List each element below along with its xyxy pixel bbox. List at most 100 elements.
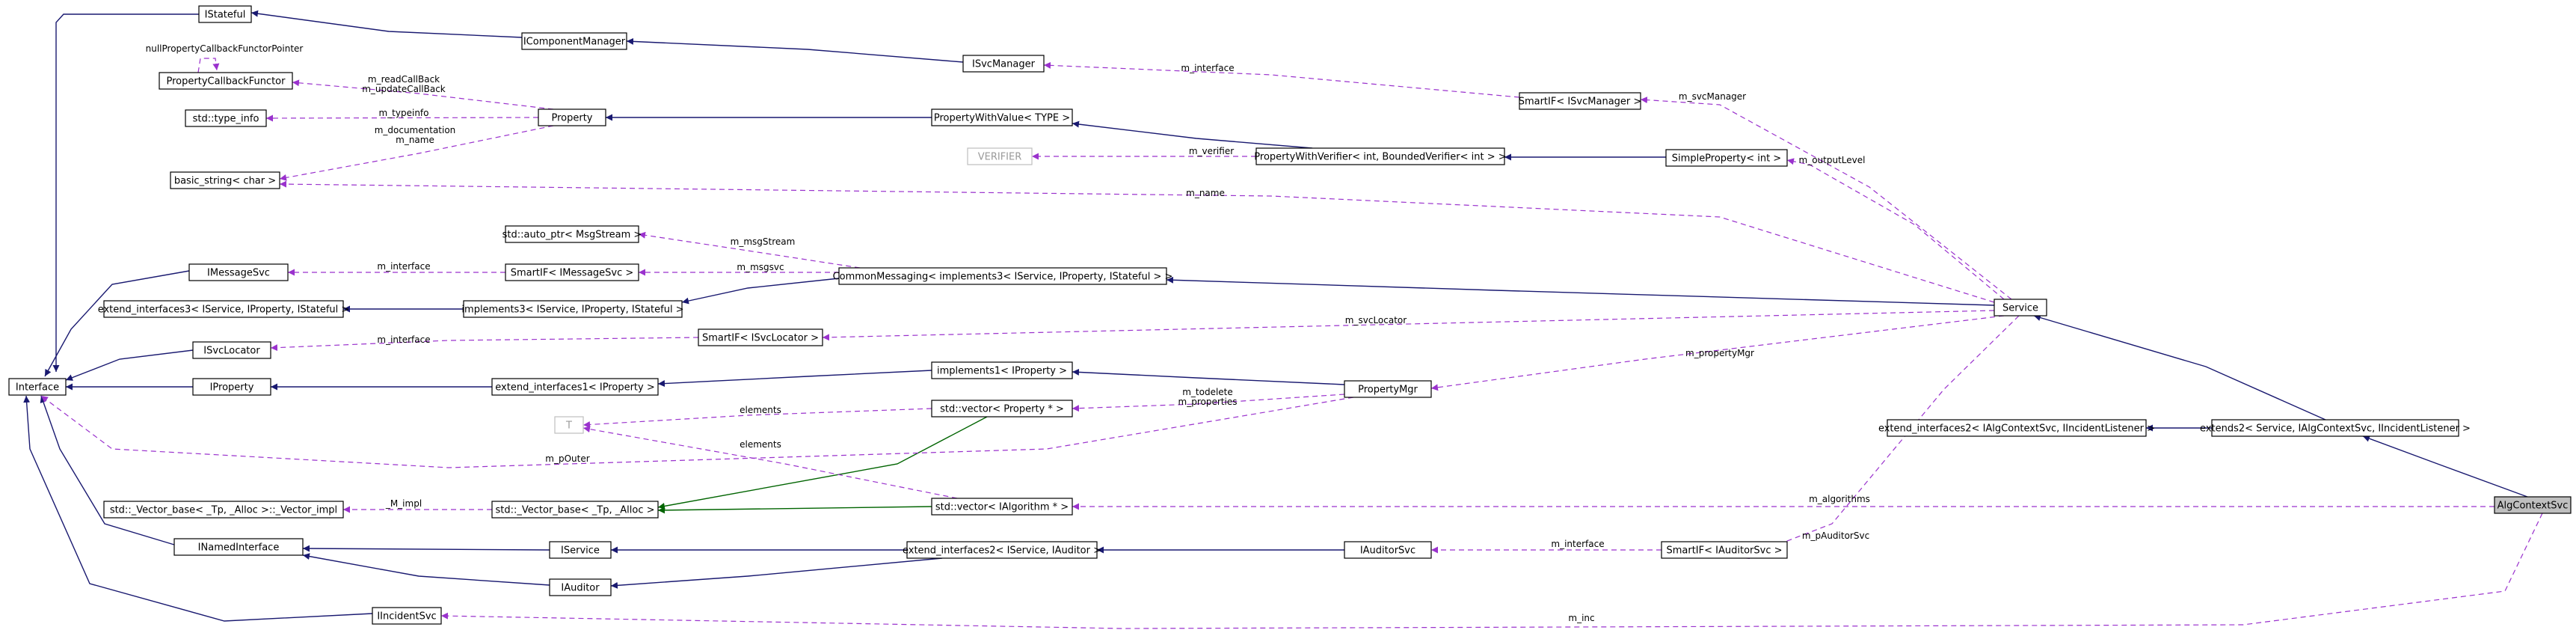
class-box[interactable] — [931, 400, 1073, 418]
class-label: IIncidentSvc — [377, 611, 436, 623]
class-node-extend-interfaces3[interactable]: extend_interfaces3< IService, IProperty,… — [98, 300, 350, 318]
class-box[interactable] — [554, 416, 584, 434]
edge-label: m_msgStream — [731, 236, 796, 247]
edge-extends2-to-service — [2033, 314, 2326, 421]
class-box[interactable] — [931, 498, 1073, 516]
class-node-simple-property[interactable]: SimpleProperty< int > — [1665, 149, 1788, 167]
class-box[interactable] — [159, 72, 293, 90]
edge-smart-if-isvc-manager-to-isvc-manager — [1043, 61, 1520, 98]
edge-label: m_pOuter — [545, 453, 589, 464]
class-label: implements1< IProperty > — [937, 366, 1067, 377]
class-node-implements1[interactable]: implements1< IProperty > — [931, 361, 1073, 379]
class-node-type-info[interactable]: std::type_info — [185, 109, 267, 127]
class-box[interactable] — [170, 171, 280, 189]
class-node-property[interactable]: Property — [538, 108, 606, 126]
edge-service-to-smart-if-isvc-manager — [1640, 97, 2012, 300]
class-node-smart-if-isvc-manager[interactable]: SmartIF< ISvcManager > — [1519, 92, 1642, 110]
class-node-implements3[interactable]: implements3< IService, IProperty, IState… — [461, 300, 684, 318]
class-node-property-with-verifier[interactable]: PropertyWithVerifier< int, BoundedVerifi… — [1254, 147, 1507, 165]
class-label: std::type_info — [193, 114, 259, 125]
class-label: IComponentManager — [523, 37, 626, 48]
class-node-iauditor[interactable]: IAuditor — [549, 578, 612, 596]
class-box[interactable] — [173, 538, 304, 556]
class-box[interactable] — [838, 267, 1167, 285]
class-box[interactable] — [491, 501, 659, 519]
edge-common-messaging-to-auto-ptr — [638, 231, 861, 269]
class-box[interactable] — [463, 300, 683, 318]
edge-label: m_msgsvc — [737, 262, 784, 272]
class-box[interactable] — [1344, 541, 1432, 559]
class-node-extends2[interactable]: extends2< Service, IAlgContextSvc, IInci… — [2200, 419, 2471, 437]
class-node-vector-impl[interactable]: std::_Vector_base< _Tp, _Alloc >::_Vecto… — [103, 501, 344, 519]
class-node-property-with-value[interactable]: PropertyWithValue< TYPE > — [931, 108, 1073, 126]
class-box[interactable] — [906, 541, 1098, 559]
class-box[interactable] — [103, 501, 344, 519]
class-node-extend-interfaces1[interactable]: extend_interfaces1< IProperty > — [491, 378, 659, 396]
class-box[interactable] — [931, 361, 1073, 379]
class-node-alg-context-svc[interactable]: AlgContextSvc — [2494, 496, 2572, 514]
class-box[interactable] — [962, 55, 1045, 73]
class-box[interactable] — [1994, 299, 2047, 316]
class-node-imessage-svc[interactable]: IMessageSvc — [188, 263, 289, 281]
class-box[interactable] — [491, 378, 659, 396]
class-box[interactable] — [1665, 149, 1788, 167]
class-box[interactable] — [2494, 496, 2572, 514]
class-box[interactable] — [2211, 419, 2459, 437]
class-box[interactable] — [8, 378, 67, 396]
class-node-basic-string[interactable]: basic_string< char > — [170, 171, 280, 189]
class-node-extend-interfaces2-ctx[interactable]: extend_interfaces2< IAlgContextSvc, IInc… — [1878, 419, 2155, 437]
class-node-smart-if-iauditor-svc[interactable]: SmartIF< IAuditorSvc > — [1661, 541, 1788, 559]
class-box[interactable] — [549, 541, 612, 559]
class-node-smart-if-imessage-svc[interactable]: SmartIF< IMessageSvc > — [505, 263, 639, 281]
class-label: extend_interfaces1< IProperty > — [495, 382, 654, 394]
class-label: SimpleProperty< int > — [1672, 153, 1781, 165]
class-label: IService — [561, 545, 600, 557]
class-node-istateful[interactable]: IStateful — [198, 5, 252, 23]
class-node-extend-interfaces2-aud[interactable]: extend_interfaces2< IService, IAuditor > — [903, 541, 1101, 559]
class-box[interactable] — [538, 108, 606, 126]
class-node-property-callback-functor[interactable]: PropertyCallbackFunctor — [159, 72, 293, 90]
class-box[interactable] — [192, 341, 271, 359]
class-node-auto-ptr[interactable]: std::auto_ptr< MsgStream > — [502, 225, 642, 243]
class-node-common-messaging[interactable]: CommonMessaging< implements3< IService, … — [833, 267, 1173, 285]
class-node-verifier[interactable]: VERIFIER — [967, 147, 1033, 165]
class-node-t[interactable]: T — [554, 416, 584, 434]
class-box[interactable] — [1255, 147, 1505, 165]
class-box[interactable] — [372, 607, 442, 625]
class-box[interactable] — [505, 263, 639, 281]
class-box[interactable] — [521, 32, 627, 50]
class-label: std::vector< Property * > — [940, 404, 1064, 415]
class-box[interactable] — [967, 147, 1033, 165]
class-node-vector-property[interactable]: std::vector< Property * > — [931, 400, 1073, 418]
class-node-isvc-manager[interactable]: ISvcManager — [962, 55, 1045, 73]
class-box[interactable] — [198, 5, 252, 23]
class-box[interactable] — [1344, 380, 1432, 398]
class-node-iservice[interactable]: IService — [549, 541, 612, 559]
class-node-iproperty[interactable]: IProperty — [192, 378, 271, 396]
class-node-vector-ialgorithm[interactable]: std::vector< IAlgorithm * > — [931, 498, 1073, 516]
class-node-property-mgr[interactable]: PropertyMgr — [1344, 380, 1432, 398]
class-box[interactable] — [103, 300, 344, 318]
class-node-inamed-interface[interactable]: INamedInterface — [173, 538, 304, 556]
class-box[interactable] — [185, 109, 267, 127]
class-node-iincident-svc[interactable]: IIncidentSvc — [372, 607, 442, 625]
edge-label: m_interface — [1181, 63, 1234, 73]
class-box[interactable] — [698, 328, 823, 346]
class-box[interactable] — [931, 108, 1073, 126]
class-node-icomponent-manager[interactable]: IComponentManager — [521, 32, 627, 50]
class-node-interface[interactable]: Interface — [8, 378, 67, 396]
class-box[interactable] — [1887, 419, 2147, 437]
class-node-iauditor-svc[interactable]: IAuditorSvc — [1344, 541, 1432, 559]
class-box[interactable] — [1661, 541, 1788, 559]
class-node-service[interactable]: Service — [1994, 299, 2047, 316]
class-node-smart-if-isvc-locator[interactable]: SmartIF< ISvcLocator > — [698, 328, 823, 346]
class-box[interactable] — [549, 578, 612, 596]
class-label: extend_interfaces3< IService, IProperty,… — [98, 305, 350, 316]
class-box[interactable] — [1519, 92, 1641, 110]
class-box[interactable] — [505, 225, 639, 243]
class-box[interactable] — [192, 378, 271, 396]
class-box[interactable] — [188, 263, 289, 281]
class-node-vector-base[interactable]: std::_Vector_base< _Tp, _Alloc > — [491, 501, 659, 519]
class-node-isvc-locator[interactable]: ISvcLocator — [192, 341, 271, 359]
